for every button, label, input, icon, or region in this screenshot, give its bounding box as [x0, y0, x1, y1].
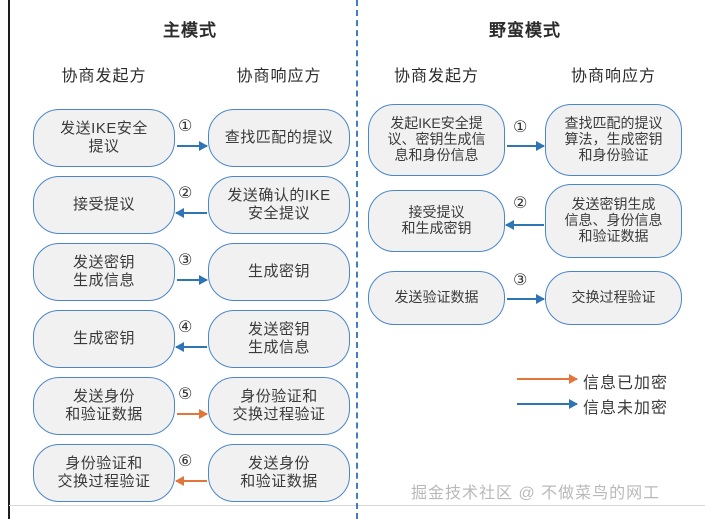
legend-unencrypted-label: 信息未加密 [583, 400, 669, 417]
main-mode-responder-label: 协商响应方 [236, 68, 322, 85]
aggressive-step-2-number: ② [513, 195, 528, 212]
main-step-1-number: ① [178, 118, 193, 135]
legend-encrypted-arrow [517, 374, 578, 384]
legend-unencrypted-arrow [517, 399, 578, 409]
main-step-1-arrow [177, 141, 208, 151]
aggressive-step-3-number: ③ [513, 272, 528, 289]
main-step-4-number: ④ [178, 319, 193, 336]
main-step-5-arrow [177, 409, 208, 419]
watermark-text: 掘金技术社区 @ 不做菜鸟的网工 [411, 485, 661, 502]
main-step-3-initiator-node[interactable]: 发送密钥 生成信息 [33, 243, 175, 301]
aggressive-step-3-responder-node[interactable]: 交换过程验证 [545, 271, 682, 325]
main-step-3-number: ③ [178, 252, 193, 269]
main-step-5-responder-node[interactable]: 身份验证和 交换过程验证 [208, 377, 350, 435]
main-step-3-responder-node[interactable]: 生成密钥 [208, 243, 350, 301]
panel-divider [356, 0, 358, 519]
main-step-4-responder-node[interactable]: 发送密钥 生成信息 [208, 310, 350, 368]
aggressive-step-2-responder-node[interactable]: 发送密钥生成 信息、身份信息 和验证数据 [545, 184, 682, 258]
aggressive-step-1-responder-node[interactable]: 查找匹配的提议 算法，生成密钥 和身份验证 [545, 104, 682, 176]
main-step-1-initiator-node[interactable]: 发送IKE安全 提议 [33, 109, 175, 167]
main-step-2-number: ② [178, 185, 193, 202]
main-step-6-arrow [175, 476, 207, 486]
legend-encrypted-label: 信息已加密 [583, 375, 669, 392]
aggressive-step-3-initiator-node[interactable]: 发送验证数据 [368, 271, 505, 325]
aggressive-step-3-arrow [507, 294, 545, 304]
aggressive-step-1-arrow [507, 141, 545, 151]
main-step-5-initiator-node[interactable]: 发送身份 和验证数据 [33, 377, 175, 435]
main-step-6-number: ⑥ [178, 453, 193, 470]
aggressive-step-2-initiator-node[interactable]: 接受提议 和生成密钥 [368, 190, 505, 252]
main-step-3-arrow [177, 275, 208, 285]
aggressive-step-1-initiator-node[interactable]: 发起IKE安全提 议、密钥生成信 息和身份信息 [368, 104, 505, 176]
main-step-2-arrow [175, 208, 207, 218]
main-step-2-initiator-node[interactable]: 接受提议 [33, 176, 175, 234]
main-step-6-responder-node[interactable]: 发送身份 和验证数据 [208, 444, 350, 502]
left-edge-rule [8, 0, 10, 519]
aggressive-mode-initiator-label: 协商发起方 [393, 68, 479, 85]
main-step-6-initiator-node[interactable]: 身份验证和 交换过程验证 [33, 444, 175, 502]
main-mode-initiator-label: 协商发起方 [61, 68, 147, 85]
main-step-2-responder-node[interactable]: 发送确认的IKE 安全提议 [208, 176, 350, 234]
aggressive-step-1-number: ① [513, 119, 528, 136]
panel-title-aggressive-mode: 野蛮模式 [489, 21, 561, 40]
main-step-4-arrow [175, 342, 207, 352]
main-step-1-responder-node[interactable]: 查找匹配的提议 [208, 109, 350, 167]
main-step-5-number: ⑤ [178, 386, 193, 403]
panel-title-main-mode: 主模式 [163, 21, 217, 40]
aggressive-step-2-arrow [505, 220, 544, 230]
aggressive-mode-responder-label: 协商响应方 [570, 68, 656, 85]
main-step-4-initiator-node[interactable]: 生成密钥 [33, 310, 175, 368]
